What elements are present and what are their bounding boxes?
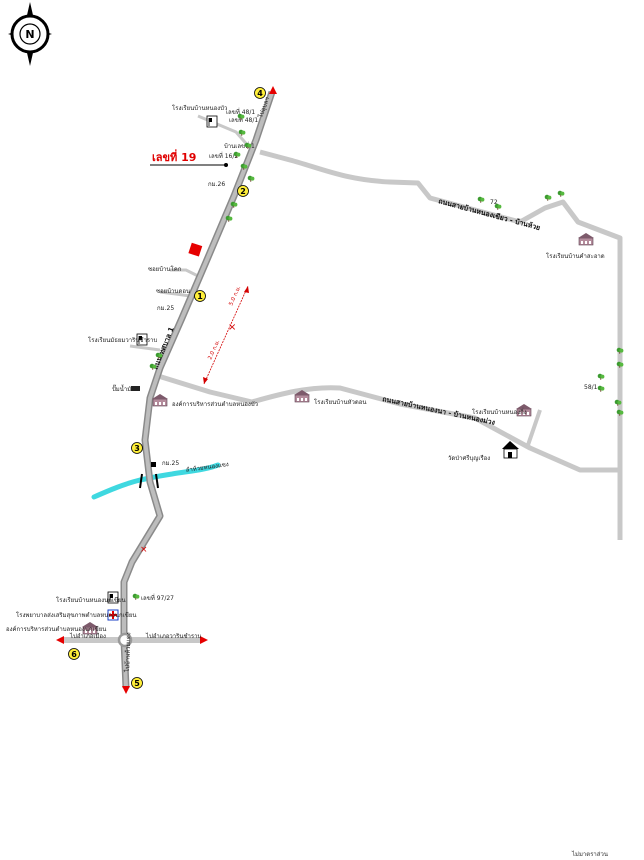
school-far-east-icon	[577, 232, 595, 246]
marker-2: 2	[237, 185, 249, 197]
marker-1: 1	[194, 290, 206, 302]
arrow-south-icon	[122, 686, 130, 694]
label-temple: วัดป่าศรีบุญเรือง	[448, 454, 490, 462]
label-hospital: โรงพยาบาลส่งเสริมสุขภาพตำบลหนองนกเขียน	[16, 611, 136, 619]
svg-text:4: 4	[257, 89, 263, 98]
compass-icon: N	[8, 2, 52, 66]
house-dot-icon	[224, 163, 228, 167]
label-house-c: เลขที่ 16/2	[209, 152, 238, 160]
arrow-east-icon	[200, 636, 208, 644]
label-east-end: ไปอำเภอวารินชำราบ	[145, 632, 202, 640]
label-west-end: ไปอำเภอเมือง	[69, 632, 106, 640]
shop-icon	[131, 386, 140, 391]
svg-text:2: 2	[240, 187, 246, 196]
hospital-icon	[107, 609, 119, 621]
plot-label: เลขที่ 19	[152, 149, 196, 164]
label-tambon-south: องค์การบริหารส่วนตำบลหนองนกเขียน	[6, 625, 106, 633]
label-school-south: โรงเรียนบ้านหนองนกเขียน	[56, 596, 126, 604]
marker-4: 4	[254, 87, 266, 99]
label-tambon-office: องค์การบริหารส่วนตำบลหนองบัว	[172, 400, 258, 408]
marker-6: 6	[68, 648, 80, 660]
svg-text:5: 5	[134, 679, 140, 688]
marker-5: 5	[131, 677, 143, 689]
svg-text:3: 3	[134, 444, 140, 453]
label-school-north: โรงเรียนบ้านหนองบัว	[172, 104, 227, 112]
km-post-icon	[151, 462, 156, 467]
label-school-west: โรงเรียนมัธยมวารินชำราบ	[88, 336, 157, 344]
side-road-west-a	[170, 268, 199, 278]
label-school-far-east: โรงเรียนบ้านคำสะอาด	[546, 252, 605, 260]
road-east-lower	[154, 372, 620, 473]
label-house-d: บ้านเลขที่ 1	[224, 142, 255, 150]
roundabout	[117, 632, 133, 648]
label-school-east-a: โรงเรียนบ้านหนองกิ่ง	[472, 408, 527, 416]
svg-text:6: 6	[71, 650, 77, 659]
label-house-a: เลขที่ 48/1	[226, 108, 255, 116]
label-school-mid: โรงเรียนบ้านหัวดอน	[314, 398, 366, 406]
svg-text:×: ×	[228, 322, 236, 333]
label-house-b: เลขที่ 48/1	[229, 116, 258, 124]
label-side-b: ซอยบ้านดอน	[156, 288, 190, 295]
label-km-c: กม.25	[162, 460, 179, 467]
label-km-a: กม.26	[208, 181, 225, 188]
side-road-west-c	[129, 344, 161, 352]
label-house-south: เลขที่ 97/27	[141, 594, 174, 602]
road-spur-east	[526, 409, 542, 446]
label-shop: ปั๊มน้ำมัน	[112, 383, 135, 393]
bridge-icon	[139, 473, 159, 489]
label-east-side: 58/1	[584, 384, 598, 391]
label-east-km: 72	[490, 199, 498, 206]
label-km-b: กม.25	[157, 305, 174, 312]
svg-text:×: ×	[140, 545, 148, 555]
scale-label: ไม่มาตราส่วน	[571, 850, 608, 858]
compass-north-label: N	[25, 28, 34, 41]
river	[91, 462, 221, 500]
marker-3: 3	[131, 442, 143, 454]
arrow-west-icon	[56, 636, 64, 644]
river-label: ลำห้วยหนองแซง	[185, 461, 229, 474]
label-south-end: ไปบ้านห้วยแดง	[123, 632, 132, 673]
school-flag-icon	[206, 115, 218, 128]
temple-icon	[502, 441, 519, 459]
label-side-a: ซอยบ้านโคก	[148, 265, 182, 273]
road-east-upper	[259, 149, 623, 540]
svg-text:1: 1	[197, 292, 203, 301]
tree-icon-south	[132, 593, 140, 600]
arrow-north-icon	[269, 86, 277, 94]
plot-marker	[188, 242, 203, 257]
distance-line-east: 5.0 ก.ม. 2.0 ก.ม. ×	[203, 285, 249, 385]
tree-icons-east	[477, 190, 624, 416]
side-road-west-b	[159, 290, 191, 298]
